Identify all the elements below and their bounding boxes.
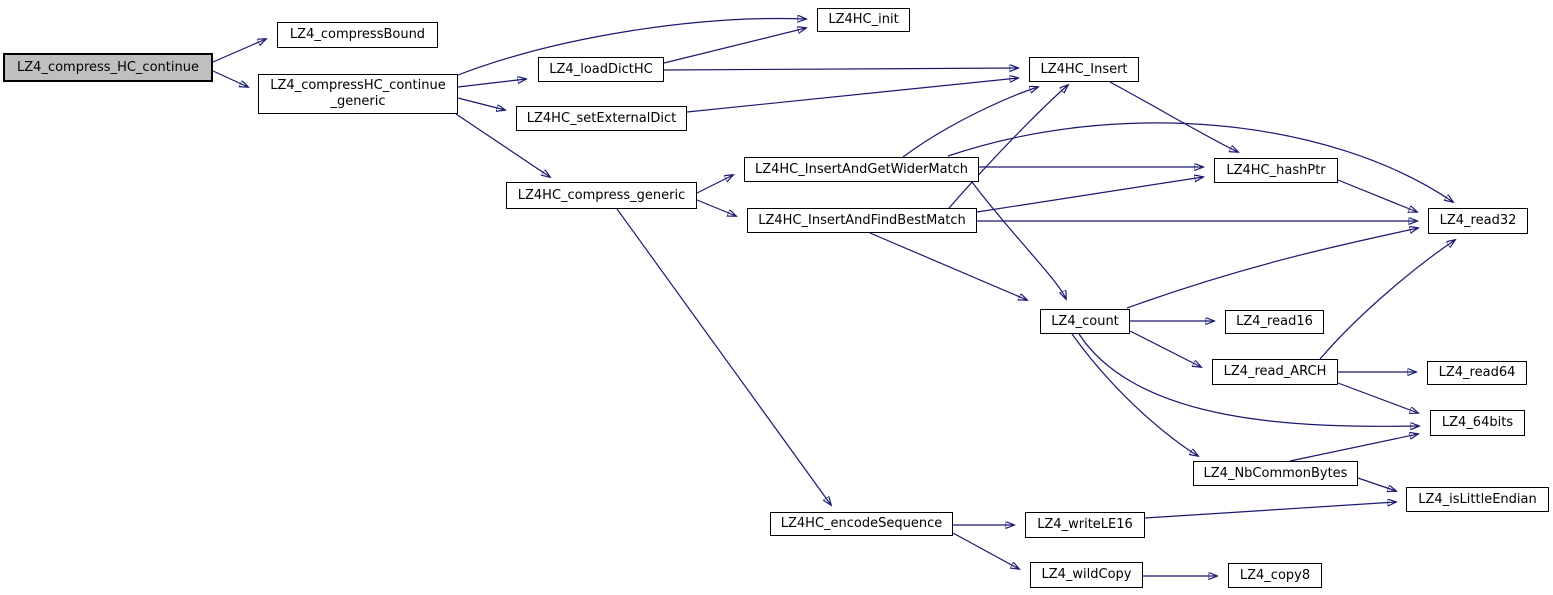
- node-lz4-compressbound[interactable]: LZ4_compressBound: [277, 22, 438, 48]
- edge-insertAndFindBestMatch-HC_Insert: [948, 85, 1068, 209]
- node-lz4hc-insert[interactable]: LZ4HC_Insert: [1029, 57, 1139, 82]
- edge-loadDictHC-HC_init: [663, 28, 806, 64]
- node-lz4hc-init[interactable]: LZ4HC_init: [817, 8, 910, 32]
- node-lz4hc-compress-generic[interactable]: LZ4HC_compress_generic: [506, 182, 697, 209]
- node-lz4-read16[interactable]: LZ4_read16: [1225, 310, 1324, 334]
- edge-compress_HC_continue-compressBound: [212, 39, 266, 63]
- node-lz4-read64[interactable]: LZ4_read64: [1427, 361, 1527, 385]
- node-lz4-64bits[interactable]: LZ4_64bits: [1430, 410, 1525, 436]
- edge-compressHC_continue_generic-setExternalDict: [457, 97, 505, 110]
- edge-insertAndGetWiderMatch-read32: [947, 122, 1453, 202]
- node-lz4hc-insertandgetwidermatch[interactable]: LZ4HC_InsertAndGetWiderMatch: [744, 157, 979, 182]
- edge-compressHC_continue_generic-loadDictHC: [457, 79, 526, 88]
- edge-read_ARCH-bits64: [1337, 382, 1418, 413]
- node-lz4-islittleendian[interactable]: LZ4_isLittleEndian: [1406, 487, 1549, 512]
- edge-setExternalDict-HC_Insert: [686, 78, 1018, 113]
- node-lz4-nbcommonbytes[interactable]: LZ4_NbCommonBytes: [1193, 461, 1358, 486]
- edge-HC_Insert-hashPtr: [1109, 81, 1238, 152]
- node-lz4-compresshc-continue-generic[interactable]: LZ4_compressHC_continue _generic: [258, 74, 458, 114]
- node-lz4hc-setexternaldict[interactable]: LZ4HC_setExternalDict: [516, 106, 687, 131]
- edge-count-read32: [1126, 228, 1418, 309]
- edge-insertAndFindBestMatch-count: [869, 232, 1027, 300]
- edge-count-read_ARCH: [1129, 330, 1201, 367]
- edge-nbCommonBytes-bits64: [1289, 434, 1418, 462]
- edge-encodeSequence-wildCopy: [952, 532, 1019, 569]
- edge-hashPtr-read32: [1337, 179, 1417, 212]
- edge-compress_HC_continue-compressHC_continue_generic: [212, 70, 248, 87]
- node-lz4-wildcopy[interactable]: LZ4_wildCopy: [1030, 562, 1143, 588]
- node-lz4hc-encodesequence[interactable]: LZ4HC_encodeSequence: [770, 512, 953, 536]
- edge-writeLE16-isLittleEndian: [1144, 502, 1396, 519]
- node-lz4-copy8[interactable]: LZ4_copy8: [1228, 563, 1322, 588]
- edge-compress_generic-encodeSequence: [616, 208, 831, 505]
- edge-nbCommonBytes-isLittleEndian: [1357, 477, 1396, 491]
- edge-compressHC_continue_generic-compress_generic: [455, 113, 550, 177]
- edge-insertAndFindBestMatch-hashPtr: [976, 177, 1203, 213]
- node-lz4-writele16[interactable]: LZ4_writeLE16: [1025, 512, 1145, 538]
- edge-loadDictHC-HC_Insert: [663, 68, 1018, 70]
- node-lz4-compress-hc-continue[interactable]: LZ4_compress_HC_continue: [3, 53, 213, 82]
- node-lz4-read32[interactable]: LZ4_read32: [1428, 208, 1528, 234]
- node-lz4hc-hashptr[interactable]: LZ4HC_hashPtr: [1214, 158, 1338, 183]
- edge-compress_generic-insertAndGetWiderMatch: [696, 175, 733, 194]
- edge-compressHC_continue_generic-HC_init: [457, 19, 806, 76]
- edge-insertAndGetWiderMatch-HC_Insert: [902, 87, 1038, 158]
- node-lz4-read-arch[interactable]: LZ4_read_ARCH: [1212, 359, 1338, 385]
- node-lz4-loaddicthc[interactable]: LZ4_loadDictHC: [538, 57, 664, 82]
- edge-count-bits64: [1078, 333, 1419, 426]
- edge-compress_generic-insertAndFindBestMatch: [696, 199, 736, 216]
- edge-count-nbCommonBytes: [1071, 333, 1198, 456]
- edge-read_ARCH-read32: [1319, 240, 1455, 360]
- node-lz4hc-insertandfindbestmatch[interactable]: LZ4HC_InsertAndFindBestMatch: [747, 208, 977, 233]
- node-lz4-count[interactable]: LZ4_count: [1040, 309, 1130, 334]
- edge-insertAndGetWiderMatch-count: [971, 181, 1066, 299]
